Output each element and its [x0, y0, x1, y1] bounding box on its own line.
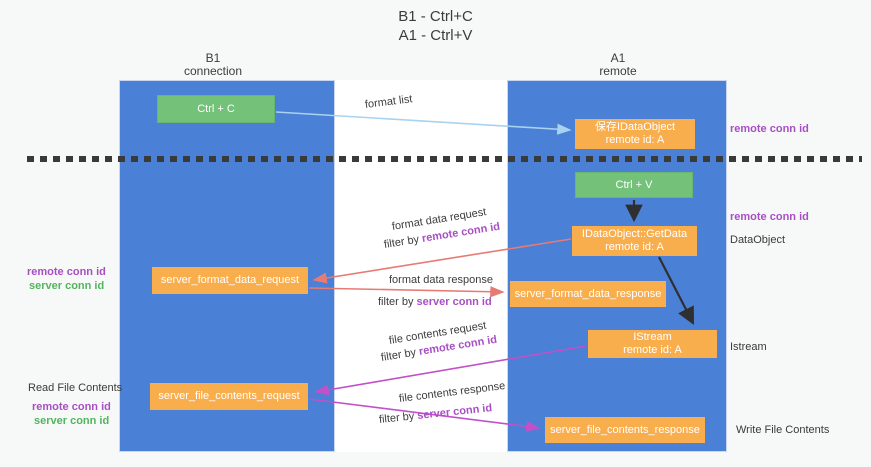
diagram-title-line1: B1 - Ctrl+C [398, 8, 473, 25]
node-server-file-contents-response-label: server_file_contents_response [550, 423, 700, 436]
column-a1-subtitle: remote [599, 64, 637, 78]
filter-by-text: filter by [378, 296, 417, 308]
label-server-conn-id-left2: server conn id [34, 415, 110, 427]
node-server-format-data-request: server_format_data_request [152, 267, 308, 294]
label-remote-conn-id-top: remote conn id [730, 123, 809, 135]
label-remote-conn-id-left1: remote conn id [27, 266, 106, 278]
label-write-file-contents: Write File Contents [736, 424, 830, 436]
node-save-idataobject: 保存IDataObject remote id: A [575, 119, 695, 149]
annotation-format-data-response: format data response [389, 274, 493, 286]
node-server-file-contents-request-label: server_file_contents_request [158, 390, 300, 402]
node-server-format-data-request-label: server_format_data_request [160, 274, 300, 286]
node-ctrl-c-label: Ctrl + C [197, 102, 235, 115]
column-header-a1: A1 remote [568, 52, 668, 78]
diagram-title-line2: A1 - Ctrl+V [398, 27, 473, 44]
column-a1-name: A1 [610, 51, 626, 65]
label-istream: Istream [730, 341, 767, 353]
column-b1-name: B1 [205, 51, 221, 65]
annotation-filter-server-1: filter by server conn id [378, 296, 492, 308]
column-header-b1: B1 connection [163, 52, 263, 78]
diagram-title: B1 - Ctrl+C A1 - Ctrl+V [0, 7, 871, 45]
server-conn-id-text: server conn id [416, 296, 492, 308]
node-server-file-contents-response: server_file_contents_response [545, 417, 705, 443]
node-idataobject-getdata: IDataObject::GetData remote id: A [572, 226, 697, 256]
node-istream-line2: remote id: A [623, 344, 682, 356]
dashed-divider [27, 156, 862, 162]
node-istream-line1: IStream [633, 331, 672, 343]
node-server-file-contents-request: server_file_contents_request [150, 383, 308, 410]
node-istream: IStream remote id: A [588, 330, 717, 358]
label-server-conn-id-left1: server conn id [29, 280, 105, 292]
node-getdata-line2: remote id: A [605, 241, 664, 253]
node-save-idataobject-line1: 保存IDataObject [594, 121, 676, 133]
label-read-file-contents: Read File Contents [28, 382, 123, 394]
label-remote-conn-id-left2: remote conn id [32, 401, 111, 413]
node-ctrl-c: Ctrl + C [157, 95, 275, 123]
node-ctrl-v: Ctrl + V [575, 172, 693, 198]
node-getdata-line1: IDataObject::GetData [581, 228, 688, 240]
node-ctrl-v-label: Ctrl + V [615, 178, 653, 191]
label-remote-conn-id-mid: remote conn id [730, 211, 809, 223]
node-server-format-data-response: server_format_data_response [510, 281, 666, 307]
label-dataobject: DataObject [730, 234, 786, 246]
node-server-format-data-response-label: server_format_data_response [514, 287, 662, 300]
node-save-idataobject-line2: remote id: A [605, 134, 665, 146]
column-b1-subtitle: connection [183, 64, 243, 78]
